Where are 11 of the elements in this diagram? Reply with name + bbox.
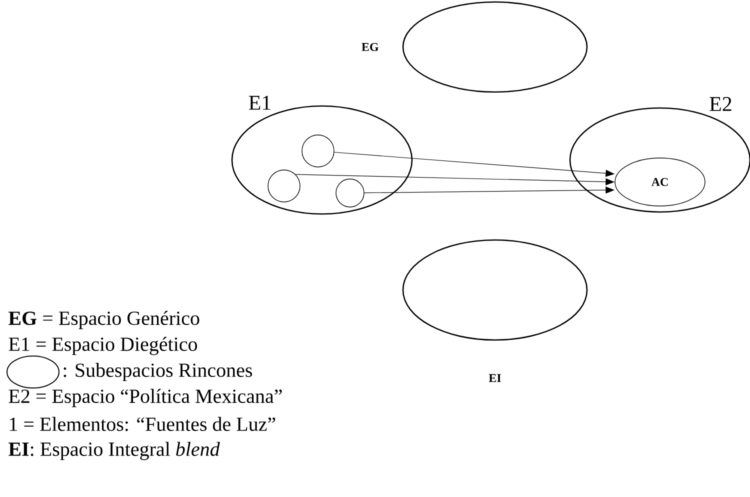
legend-text: : Subespacios Rincones <box>64 362 252 382</box>
legend-text: EG = Espacio Genérico <box>8 310 200 330</box>
legend-text: 1 = Elementos: “Fuentes de Luz” <box>10 416 276 432</box>
legend-text: E2 = Espacio “Política Mexicana” <box>8 388 282 408</box>
node-label: EI <box>488 374 501 382</box>
node-label: EG <box>362 42 378 52</box>
subspace-circle <box>302 134 334 168</box>
legend-text: EI: Espacio Integral blend <box>8 442 220 460</box>
subspace-circle <box>268 170 300 202</box>
legend-text: E1 = Espacio Diegético <box>8 336 198 356</box>
subspace-circle <box>336 178 364 208</box>
